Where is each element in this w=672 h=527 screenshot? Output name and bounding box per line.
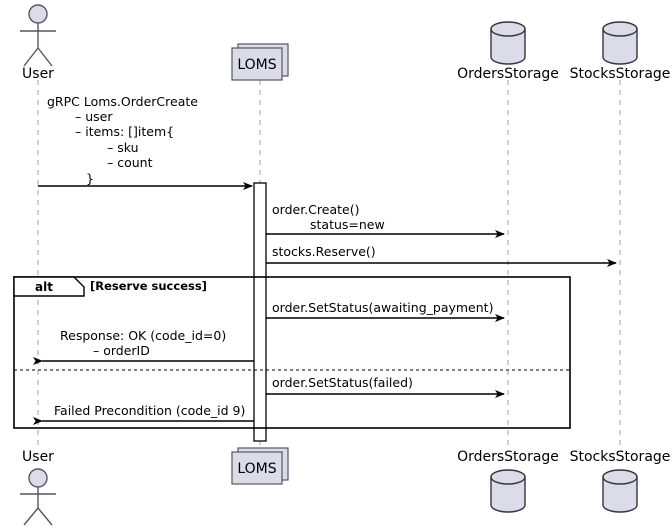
- loms-box-bottom: [231, 451, 283, 485]
- participant-label-ordersstorage-top: OrdersStorage: [457, 66, 559, 82]
- message-label-line4: – sku: [107, 140, 139, 155]
- message-response-ok[interactable]: Response: OK (code_id=0) – orderID: [33, 328, 254, 365]
- message-label-line1: Response: OK (code_id=0): [60, 328, 226, 343]
- actor-head-icon: [28, 468, 48, 488]
- participant-ordersstorage-bottom[interactable]: OrdersStorage: [457, 449, 559, 513]
- message-label-line1: gRPC Loms.OrderCreate: [47, 94, 198, 109]
- message-order-setstatus-failed[interactable]: order.SetStatus(failed): [266, 375, 505, 398]
- alt-operator-tag: [13, 276, 85, 297]
- alt-operator-label: alt: [35, 280, 53, 294]
- message-stocks-reserve[interactable]: stocks.Reserve(): [266, 244, 617, 267]
- message-label-line2: status=new: [310, 217, 385, 232]
- participant-label-loms-bottom: LOMS: [237, 461, 276, 477]
- actor-left-leg-icon: [23, 507, 39, 526]
- alt-frame-border: [13, 276, 571, 429]
- database-cylinder-top-icon: [490, 469, 526, 485]
- message-label-line6: }: [86, 171, 94, 186]
- database-cylinder-body-icon: [490, 476, 526, 513]
- message-label-line2: – orderID: [93, 343, 150, 358]
- participant-loms-bottom[interactable]: LOMS: [231, 447, 289, 485]
- message-label-line5: – count: [107, 155, 153, 170]
- participant-label-user-top: User: [22, 66, 54, 82]
- message-failed-precondition[interactable]: Failed Precondition (code_id 9): [33, 403, 254, 425]
- message-label-line3: – items: []item{: [75, 124, 174, 139]
- message-grpc-ordercreate[interactable]: gRPC Loms.OrderCreate – user – items: []…: [38, 94, 253, 190]
- actor-right-leg-icon: [37, 47, 53, 67]
- database-cylinder-top-icon: [602, 21, 638, 37]
- participant-ordersstorage-top[interactable]: OrdersStorage: [457, 21, 559, 82]
- message-label-line1: order.SetStatus(awaiting_payment): [272, 300, 493, 315]
- participant-label-ordersstorage-bottom: OrdersStorage: [457, 449, 559, 465]
- participant-loms-top[interactable]: LOMS: [231, 43, 289, 81]
- database-cylinder-top-icon: [490, 21, 526, 37]
- message-order-create[interactable]: order.Create() status=new: [266, 202, 505, 238]
- participant-stocksstorage-top[interactable]: StocksStorage: [570, 21, 671, 82]
- alt-guard-condition: [Reserve success]: [90, 279, 207, 293]
- message-label-line1: order.Create(): [272, 202, 359, 217]
- loms-box-top: [231, 47, 283, 81]
- message-order-setstatus-awaiting-payment[interactable]: order.SetStatus(awaiting_payment): [266, 300, 505, 322]
- message-label-line1: stocks.Reserve(): [272, 244, 376, 259]
- participant-label-user-bottom: User: [22, 449, 54, 465]
- database-cylinder-body-icon: [490, 28, 526, 65]
- actor-left-leg-icon: [23, 47, 39, 67]
- participant-label-loms-top: LOMS: [237, 57, 276, 73]
- participant-user-bottom[interactable]: User: [20, 449, 56, 526]
- database-cylinder-body-icon: [602, 476, 638, 513]
- participant-label-stocksstorage-top: StocksStorage: [570, 66, 671, 82]
- message-label-line1: order.SetStatus(failed): [272, 375, 413, 390]
- actor-right-leg-icon: [37, 507, 53, 526]
- participant-stocksstorage-bottom[interactable]: StocksStorage: [570, 449, 671, 513]
- actor-head-icon: [28, 4, 48, 24]
- alt-combined-fragment[interactable]: alt [Reserve success]: [13, 276, 571, 429]
- database-cylinder-top-icon: [602, 469, 638, 485]
- message-label-line2: – user: [75, 109, 113, 124]
- participant-label-stocksstorage-bottom: StocksStorage: [570, 449, 671, 465]
- activation-bar-loms: [253, 182, 267, 442]
- message-label-line1: Failed Precondition (code_id 9): [54, 403, 245, 418]
- participant-user-top[interactable]: User: [20, 4, 56, 82]
- database-cylinder-body-icon: [602, 28, 638, 65]
